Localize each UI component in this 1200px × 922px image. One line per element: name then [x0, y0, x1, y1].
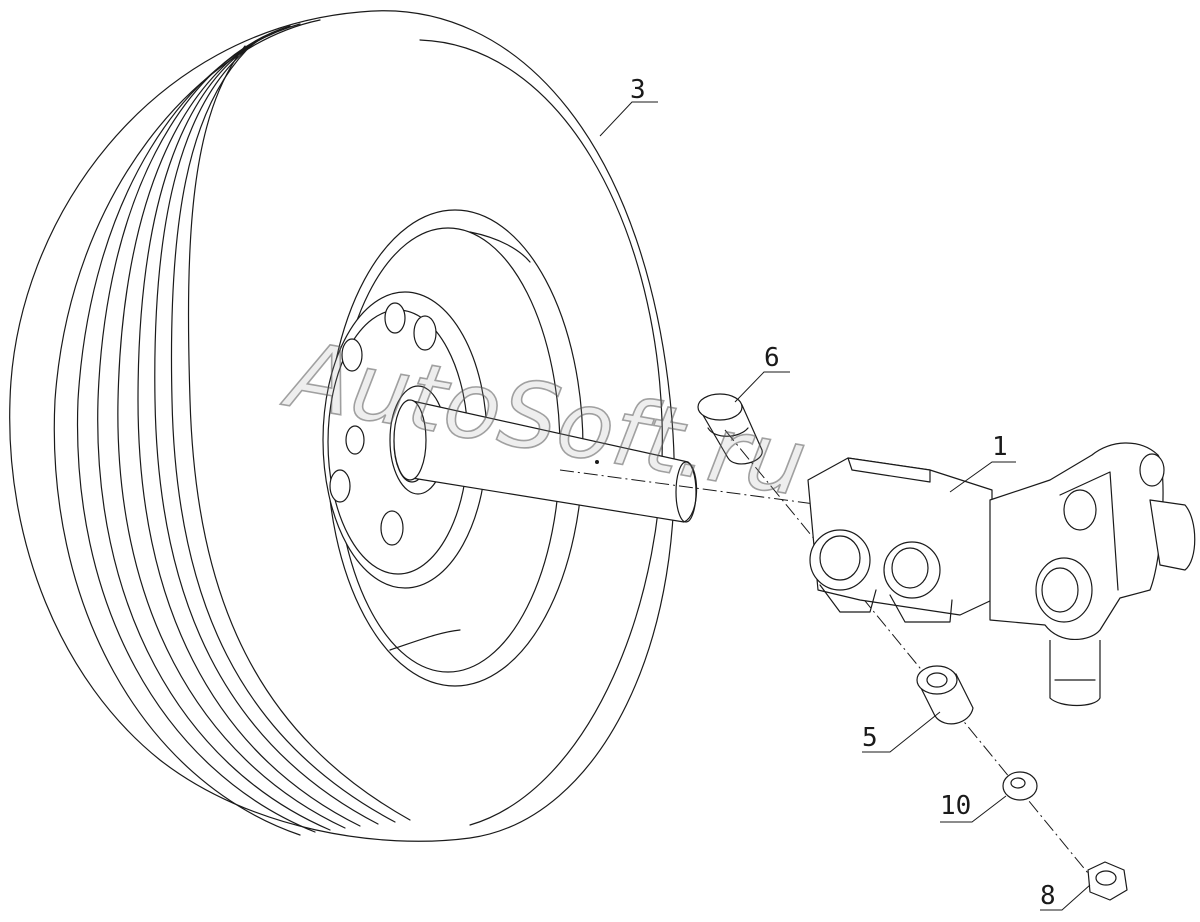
pin-part-6: [697, 393, 763, 465]
callout-3: 3: [599, 75, 658, 137]
bracket-part-1: [807, 442, 1196, 707]
callout-8: 8: [1040, 881, 1091, 911]
callout-10: 10: [940, 791, 1007, 823]
callout-label-10: 10: [940, 791, 971, 821]
callout-5: 5: [862, 711, 941, 753]
callout-6: 6: [734, 343, 790, 403]
callout-label-8: 8: [1040, 881, 1056, 911]
axle-shaft: [393, 399, 698, 523]
fastener-axis: [724, 429, 1111, 901]
washer-part-10: [1002, 771, 1038, 801]
nut-part-8: [1087, 861, 1128, 901]
bushing-part-5: [916, 665, 974, 725]
callout-label-6: 6: [764, 343, 780, 373]
callout-1: 1: [949, 432, 1016, 493]
callout-label-1: 1: [992, 432, 1008, 462]
callout-label-3: 3: [630, 75, 646, 105]
callout-label-5: 5: [862, 723, 878, 753]
